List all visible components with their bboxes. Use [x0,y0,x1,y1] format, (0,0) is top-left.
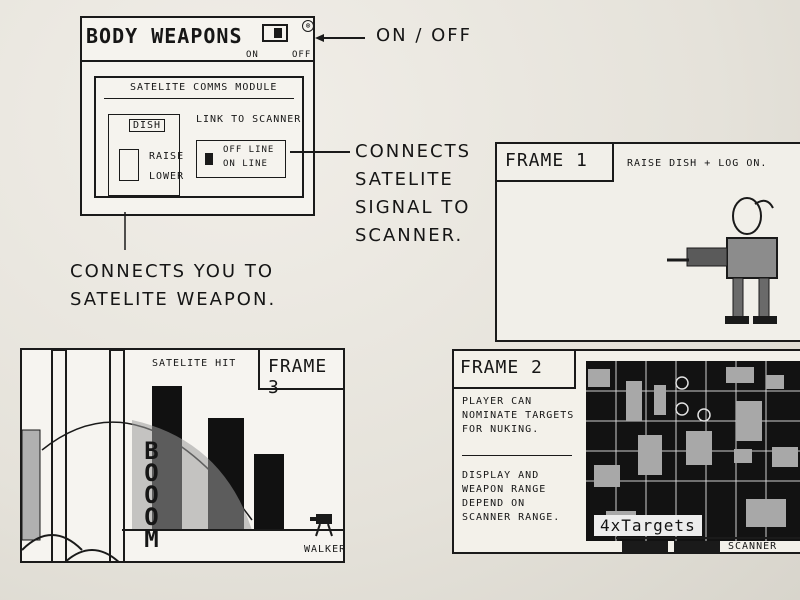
targets-count-label: 4xTargets [594,515,702,536]
nominate-targets-text: PLAYER CAN NOMINATE TARGETS FOR NUKING. [462,395,574,437]
scanner-chip[interactable] [674,541,720,553]
frame-1: FRAME 1 RAISE DISH + LOG ON. [495,142,800,342]
satelite-hit-scene [22,350,343,561]
text-line: FOR NUKING. [462,424,540,435]
lower-option[interactable]: LOWER [149,171,185,182]
satelite-comms-module: SATELITE COMMS MODULE DISH RAISE LOWER L… [94,76,304,198]
walker-label: WALKER [304,544,345,555]
display-range-text: DISPLAY AND WEAPON RANGE DEPEND ON SCANN… [462,469,560,525]
callout-line: SIGNAL TO [355,197,471,218]
on-label: ON [246,50,259,60]
callout-line: SATELITE WEAPON. [70,289,277,310]
text-line: WEAPON RANGE [462,484,547,495]
callout-connects-satelite: CONNECTS SATELITE SIGNAL TO SCANNER. [355,138,471,250]
satelite-hit-label: SATELITE HIT [152,358,237,369]
offline-option[interactable]: OFF LINE [223,145,275,155]
frame-1-title: FRAME 1 [505,150,588,171]
link-to-scanner-title: LINK TO SCANNER [196,114,302,125]
module-title: SATELITE COMMS MODULE [130,82,278,93]
text-line: PLAYER CAN [462,396,533,407]
dish-control: DISH RAISE LOWER [108,114,183,196]
body-weapons-title: BODY WEAPONS [86,24,243,48]
callout-connects-you: CONNECTS YOU TO SATELITE WEAPON. [70,258,276,314]
link-switch[interactable] [205,153,213,165]
weapons-toggle-switch[interactable] [262,24,288,42]
scanner-chip[interactable] [622,541,668,553]
raise-option[interactable]: RAISE [149,151,185,162]
text-line: NOMINATE TARGETS [462,410,575,421]
scanner-label[interactable]: SCANNER [728,541,778,552]
text-line: SCANNER RANGE. [462,512,561,523]
text-line: DISPLAY AND [462,470,540,481]
dish-lever[interactable] [119,149,139,181]
dish-label: DISH [129,119,166,132]
body-weapons-header: BODY WEAPONS ⊗ ON OFF [80,16,315,62]
scanner-bar: SCANNER [616,537,800,557]
callout-line: CONNECTS [355,141,472,162]
off-label: OFF [292,50,312,60]
map-grid [586,361,800,541]
frame-2-title: FRAME 2 [460,357,543,378]
power-icon: ⊗ [302,20,314,32]
frame-3: FRAME 3 SATELITE HIT BOOOM WALKER [20,348,345,563]
body-weapons-panel [80,16,315,216]
frame-3-tab: FRAME 3 [258,350,343,398]
boom-text: BOOOM [144,437,160,553]
callout-line: CONNECTS YOU TO [70,261,274,282]
walker-icon [310,514,333,537]
online-option[interactable]: ON LINE [223,159,268,169]
frame-2-tab: FRAME 2 [454,351,576,389]
callout-line: SCANNER. [355,225,464,246]
frame-1-caption: RAISE DISH + LOG ON. [627,158,768,169]
frame-2: FRAME 2 PLAYER CAN NOMINATE TARGETS FOR … [452,349,800,554]
frame-1-tab: FRAME 1 [497,144,614,182]
text-divider [462,455,572,456]
frame-3-title: FRAME 3 [268,356,328,398]
walker-robot-icon [667,197,778,324]
callout-line: SATELITE [355,169,454,190]
target-map[interactable]: 4xTargets [586,361,800,541]
toggle-knob [274,28,282,38]
link-control: OFF LINE ON LINE [196,140,286,178]
callout-on-off: ON / OFF [376,25,473,46]
text-line: DEPEND ON [462,498,526,509]
module-divider [104,98,294,99]
